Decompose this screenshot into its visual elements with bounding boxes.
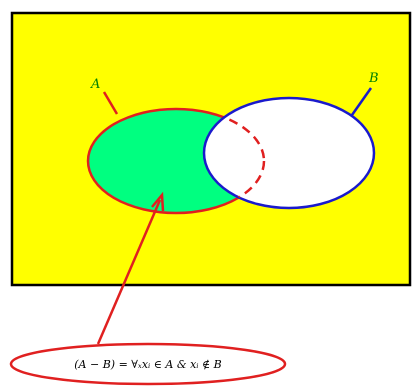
pointer-arrow-head: [151, 191, 165, 212]
set-a-label: A: [90, 77, 100, 92]
set-a-label-leader: [102, 91, 119, 115]
formula-ellipse: [9, 342, 287, 386]
set-b-ellipse: [202, 96, 376, 210]
pointer-arrow-shaft: [96, 199, 162, 345]
formula-text: (A − B) = ∀ₓxᵢ ∈ A & xᵢ ∉ B: [74, 358, 222, 371]
set-b-label: B: [368, 71, 379, 86]
set-b-label-leader: [350, 87, 373, 116]
set-a-hidden-boundary: [204, 107, 266, 208]
